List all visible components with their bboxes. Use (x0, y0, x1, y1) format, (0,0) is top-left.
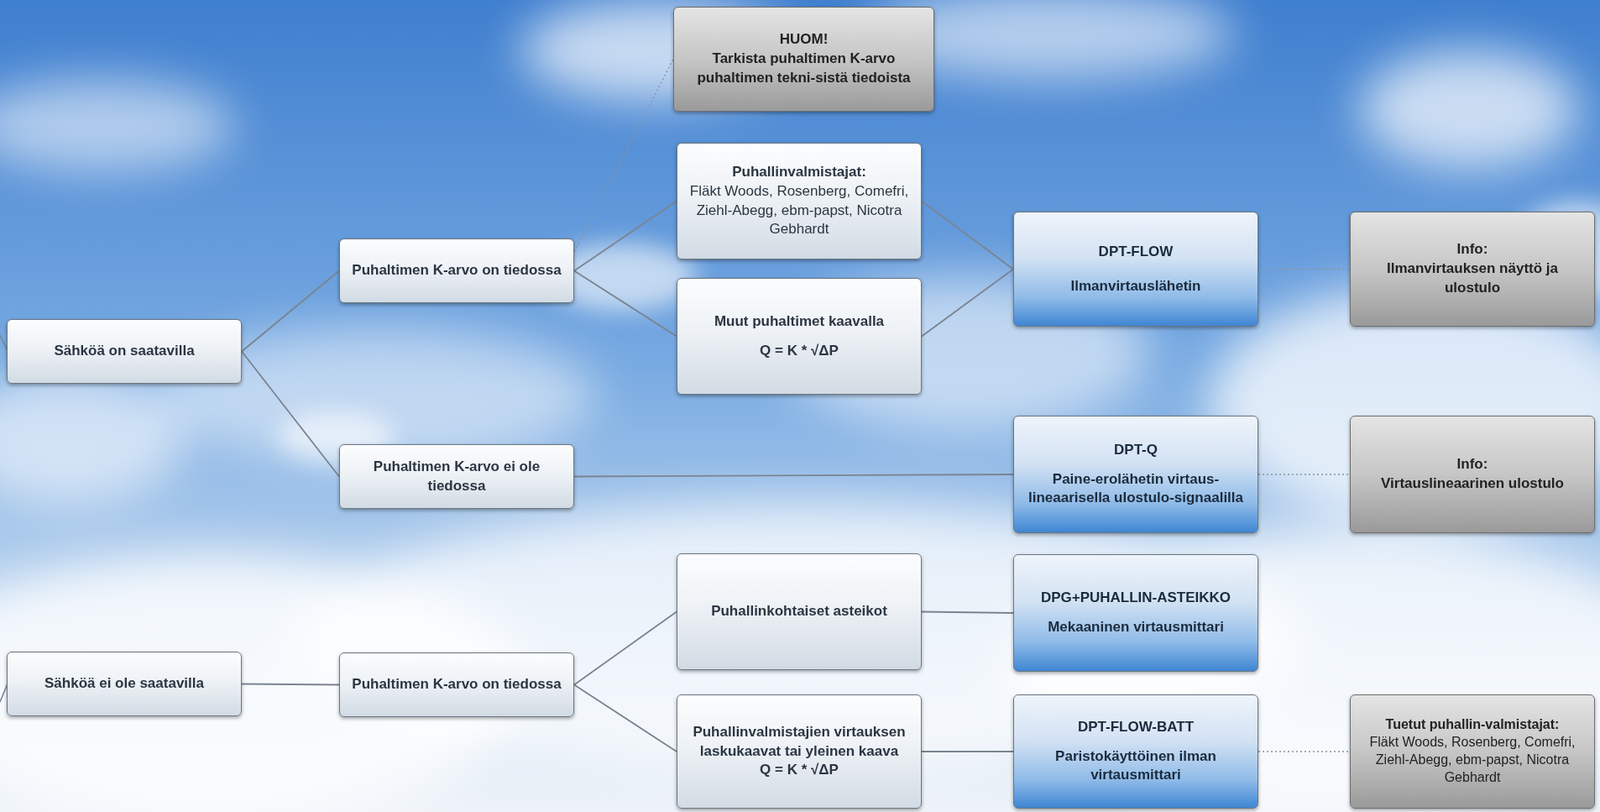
connector-line (921, 269, 1014, 337)
node-text: Paine-erolähetin virtaus-lineaarisella u… (1025, 470, 1246, 509)
product-box: DPT-Q Paine-erolähetin virtaus-lineaarise… (1013, 415, 1259, 534)
node-text: Ilmanvirtauksen näyttö ja ulostulo (1362, 259, 1583, 299)
node-title: DPG+PUHALLIN-ASTEIKKO (1040, 588, 1231, 608)
node-title: Puhaltimen K-arvo on tiedossa (351, 261, 561, 281)
connector-line (574, 271, 677, 337)
dotted-connector (1258, 268, 1350, 270)
node-title: HUOM! (779, 30, 829, 50)
dotted-connector (1258, 473, 1350, 475)
node-title: Puhaltimen K-arvo ei ole tiedossa (351, 457, 562, 497)
product-box: DPT-FLOW-BATT Paristokäyttöinen ilman vir… (1013, 694, 1259, 809)
condition-box: Puhaltimen K-arvo on tiedossa (339, 238, 575, 304)
node-title: Puhaltimen K-arvo on tiedossa (351, 674, 561, 695)
node-title: Puhallinvalmistajien virtauksen laskukaa… (689, 722, 910, 762)
info-box: Tuetut puhallin-valmistajat:Fläkt Woods,… (1349, 694, 1595, 809)
node-text: Paristokäyttöinen ilman virtausmittari (1025, 747, 1246, 786)
node-text: Q = K * √ΔP (759, 341, 839, 361)
option-box: Puhallinkohtaiset asteikot (676, 553, 922, 670)
node-text: Ilmanvirtauslähetin (1071, 277, 1202, 297)
info-box: Info:Virtauslineaarinen ulostulo (1349, 415, 1595, 534)
node-title: DPT-Q (1113, 440, 1158, 461)
info-box: Info:Ilmanvirtauksen näyttö ja ulostulo (1349, 211, 1595, 327)
node-text: Mekaaninen virtausmittari (1047, 617, 1224, 638)
node-text: Q = K * √ΔP (759, 760, 839, 780)
condition-box: Sähköä on saatavilla (6, 318, 242, 384)
node-title: DPT-FLOW-BATT (1077, 717, 1194, 738)
connector-line (921, 201, 1014, 270)
condition-box: Sähköä ei ole saatavilla (6, 651, 242, 717)
dotted-connector (1258, 750, 1350, 752)
option-box: Puhallinvalmistajat:Fläkt Woods, Rosenbe… (676, 142, 922, 260)
option-box: Puhallinvalmistajien virtauksen laskukaa… (676, 694, 922, 809)
node-title: Tuetut puhallin-valmistajat: (1385, 716, 1560, 734)
condition-box: Puhaltimen K-arvo ei ole tiedossa (339, 444, 575, 509)
node-text: Virtauslineaarinen ulostulo (1380, 474, 1564, 494)
node-text: Fläkt Woods, Rosenberg, Comefri, Ziehl-A… (1362, 733, 1583, 786)
option-box: Muut puhaltimet kaavalla Q = K * √ΔP (676, 277, 922, 395)
node-title: Info: (1457, 240, 1489, 260)
node-text: Fläkt Woods, Rosenberg, Comefri, Ziehl-A… (689, 182, 910, 241)
node-title: Sähköä on saatavilla (53, 341, 194, 361)
connector-line (241, 684, 340, 685)
product-box: DPG+PUHALLIN-ASTEIKKO Mekaaninen virtausm… (1013, 554, 1259, 672)
connector-line (241, 271, 340, 352)
connector-line (574, 474, 1014, 477)
product-box: DPT-FLOW Ilmanvirtauslähetin (1013, 211, 1259, 327)
connector-line (574, 684, 677, 753)
condition-box: Puhaltimen K-arvo on tiedossa (339, 652, 575, 717)
connector-line (921, 611, 1014, 614)
connector-line (574, 201, 677, 272)
node-title: DPT-FLOW (1098, 242, 1174, 262)
node-title: Sähköä ei ole saatavilla (44, 674, 204, 694)
node-title: Puhallinvalmistajat: (732, 162, 867, 183)
node-text: Tarkista puhaltimen K-arvo puhaltimen te… (685, 49, 922, 89)
connector-line (241, 351, 340, 477)
node-title: Info: (1457, 454, 1489, 475)
dotted-connector (574, 59, 674, 252)
connector-line (921, 750, 1014, 753)
node-title: Puhallinkohtaiset asteikot (711, 601, 888, 622)
node-title: Muut puhaltimet kaavalla (714, 312, 884, 332)
note-box: HUOM!Tarkista puhaltimen K-arvo puhaltim… (673, 6, 935, 112)
connector-line (574, 611, 677, 685)
